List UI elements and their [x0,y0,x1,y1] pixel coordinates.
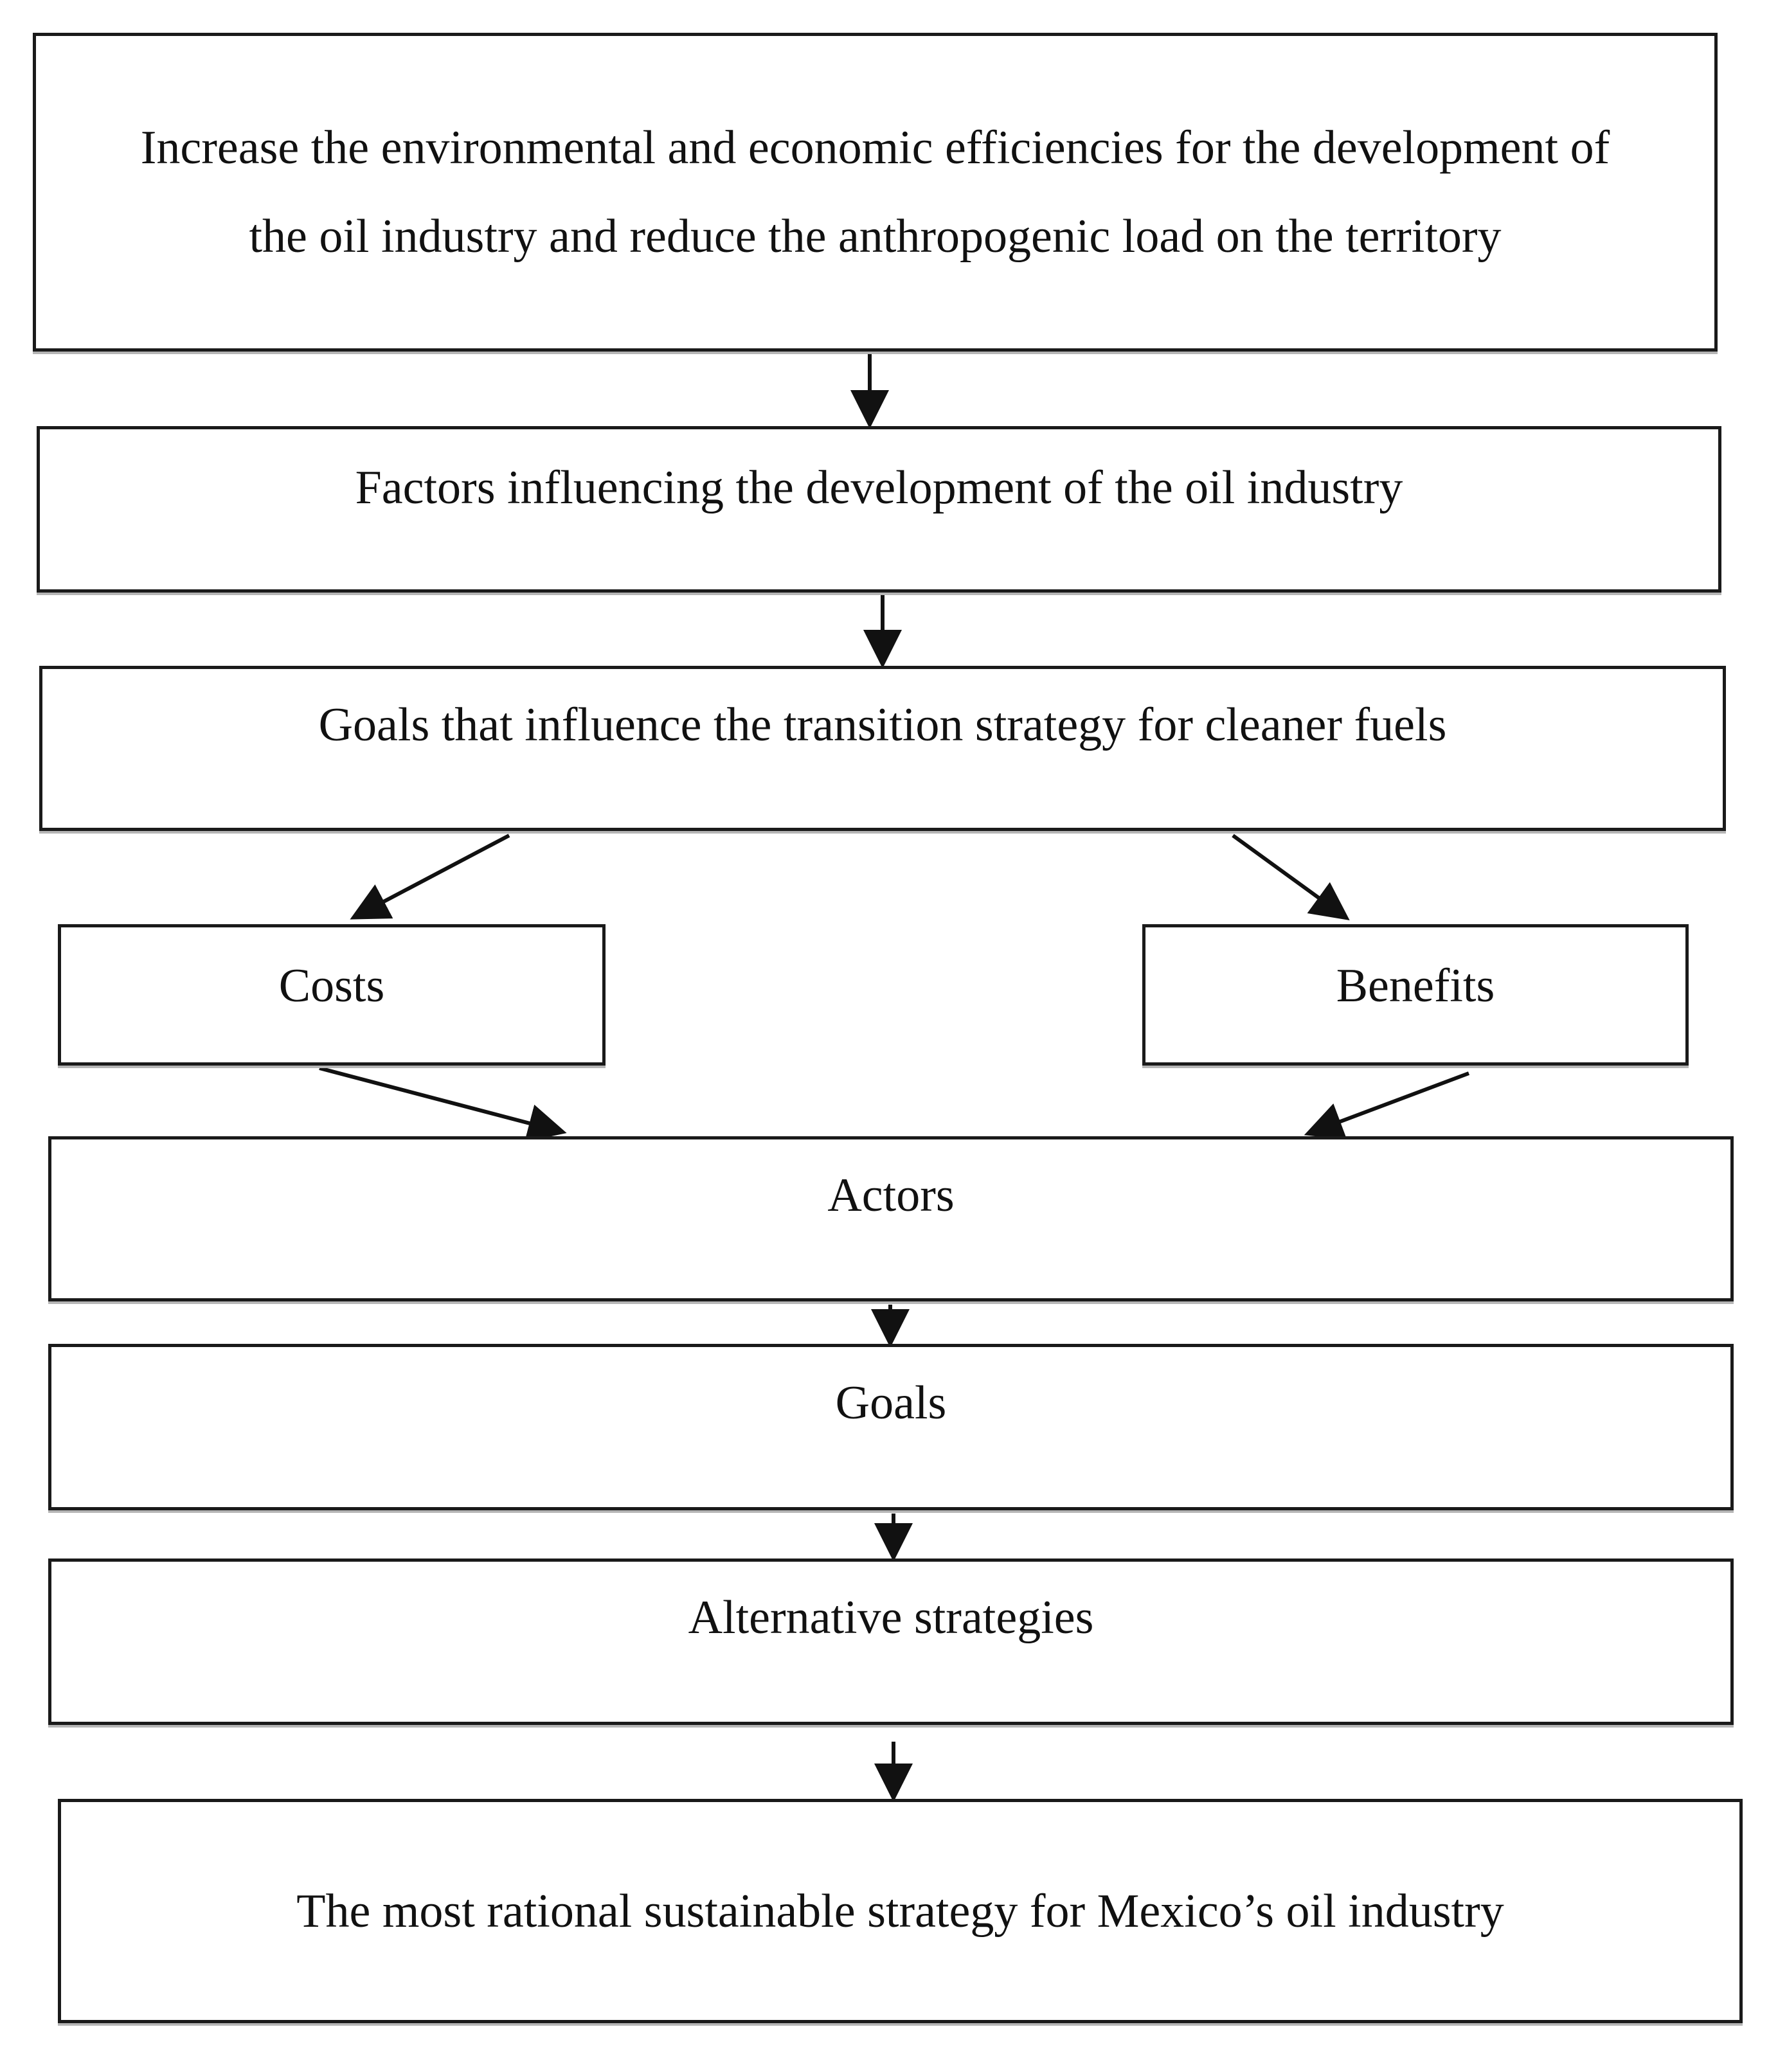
result-box: The most rational sustainable strategy f… [58,1799,1743,2023]
costs-box: Costs [58,924,606,1066]
goals-box: Goals [48,1344,1734,1510]
alternatives-label: Alternative strategies [688,1591,1094,1644]
arrow-goals-to-benefits [1232,834,1350,921]
objective-box: Increase the environmental and economic … [33,33,1718,352]
goals-label: Goals [835,1377,947,1429]
transition-goals-label: Goals that influence the transition stra… [318,699,1447,751]
arrow-benefits-to-actors [1304,1071,1470,1140]
objective-label: Increase the environmental and economic … [140,121,1610,263]
transition-goals-box: Goals that influence the transition stra… [39,666,1726,831]
actors-label: Actors [827,1169,955,1222]
factors-label: Factors influencing the development of t… [355,461,1403,514]
arrow-costs-to-actors [319,1066,567,1142]
alternatives-box: Alternative strategies [48,1558,1734,1725]
factors-box: Factors influencing the development of t… [37,426,1721,593]
result-label: The most rational sustainable strategy f… [296,1884,1504,1938]
actors-box: Actors [48,1136,1734,1301]
costs-label: Costs [278,960,385,1012]
benefits-label: Benefits [1336,960,1495,1012]
arrow-goals-to-costs [350,834,510,920]
benefits-box: Benefits [1142,924,1689,1066]
